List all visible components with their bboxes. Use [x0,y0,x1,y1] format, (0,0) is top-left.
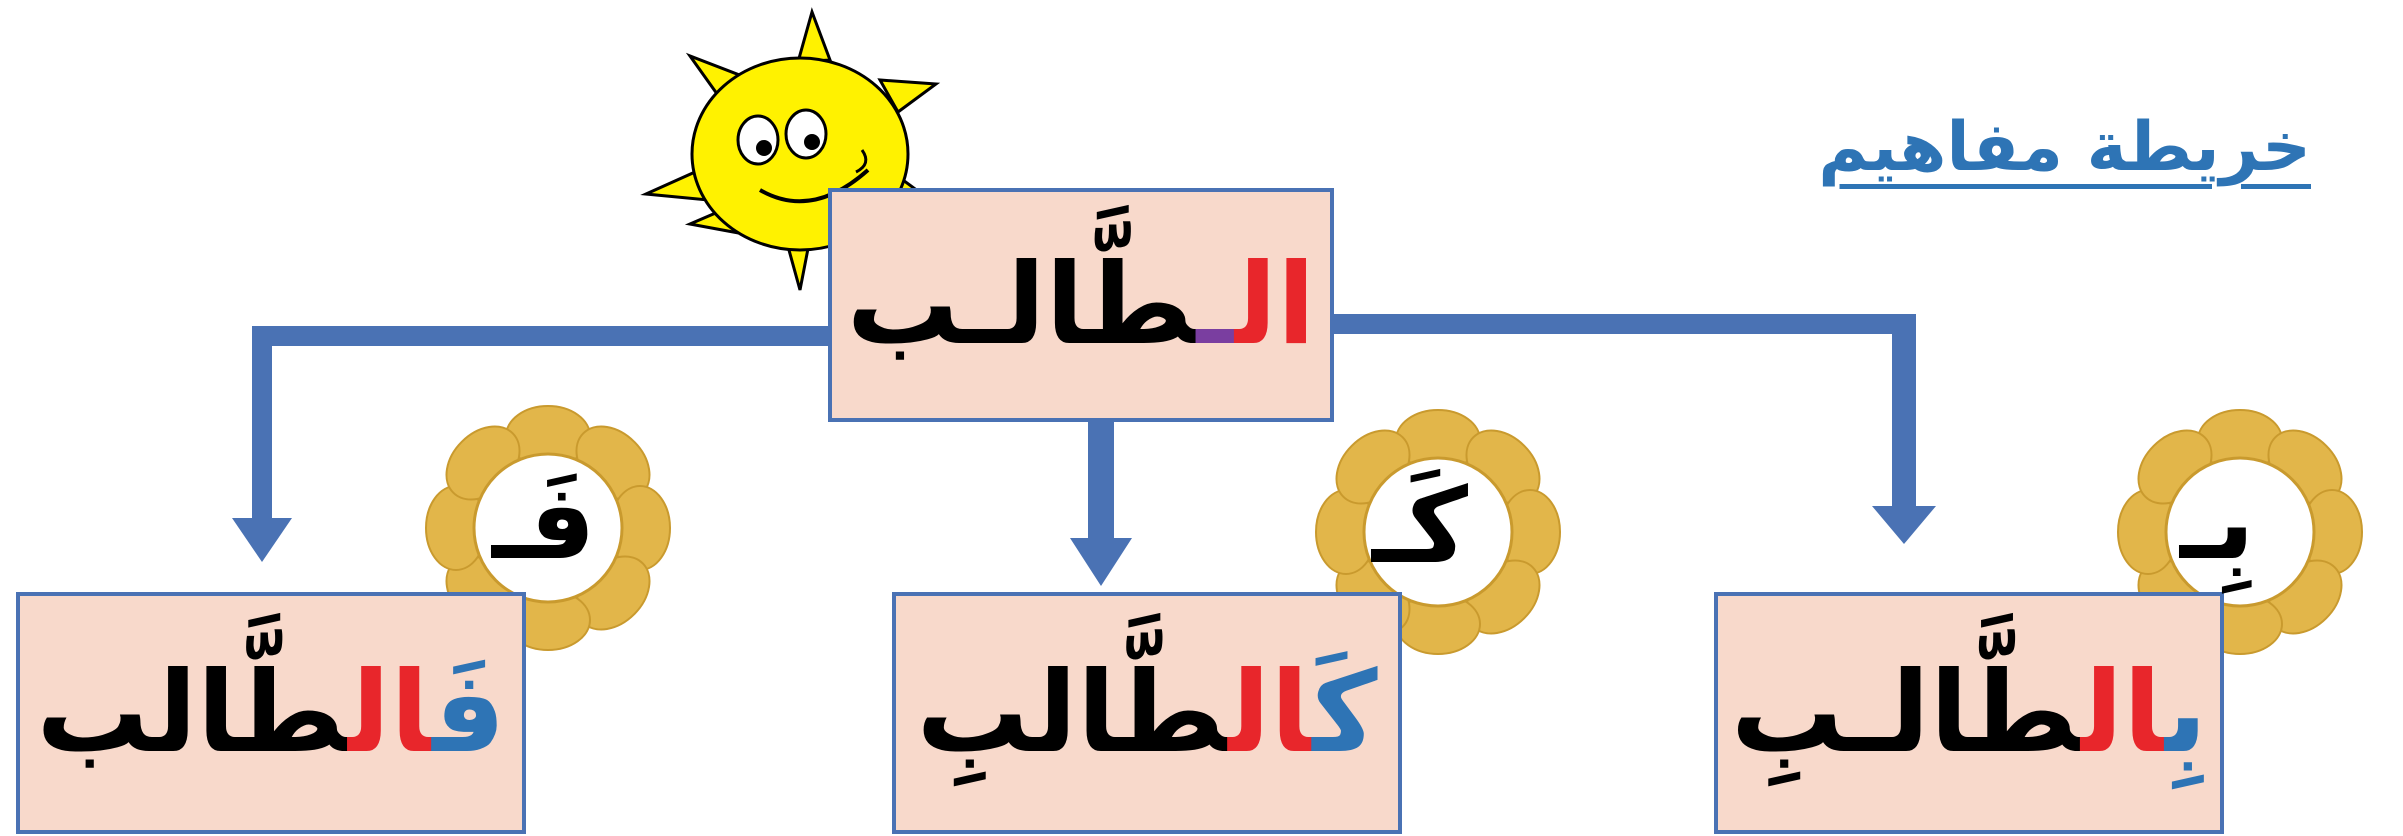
child-fa-prefix: فَ [432,648,506,778]
badge-letter-fa: فَـ [492,461,596,583]
arrow-mid-head [1070,538,1132,586]
child-fa-al: ال [348,648,433,778]
connector-right-horizontal [1334,314,1910,334]
child-box-ka: كَالطَّالبِ [892,592,1402,834]
child-word-ka: كَالطَّالبِ [916,657,1377,769]
child-ba-al: ال [2080,648,2166,778]
child-word-ba: بِالطَّالـبِ [1731,657,2207,769]
flower-badge-right [2117,409,2363,655]
connector-mid-vertical [1088,422,1114,542]
root-concept-box: الـطَّالـب [828,188,1334,422]
child-ba-prefix: بِ [2165,648,2208,778]
child-ka-al: ال [1228,648,1313,778]
arrow-left-head [232,518,292,562]
child-ba-stem: طَّالـبِ [1730,648,2081,778]
child-word-fa: فَالطَّالب [36,657,505,769]
child-box-fa: فَالطَّالب [16,592,526,834]
root-stem: طَّالـب [846,240,1197,370]
arrow-right-head [1872,506,1936,544]
connector-left-horizontal [252,326,828,346]
connector-left-vertical [252,326,272,522]
flower-badge-mid [1315,409,1561,655]
root-word: الـطَّالـب [847,249,1316,361]
page-title: خريطة مفاهيم [1818,108,2311,187]
child-box-ba: بِالطَّالـبِ [1714,592,2224,834]
root-connector: ـ [1196,240,1235,370]
child-ka-stem: طَّالبِ [916,648,1229,778]
root-prefix-al: ال [1234,240,1316,370]
child-ka-prefix: كَ [1312,648,1378,778]
badge-letter-ba: بِـ [2180,461,2255,583]
child-fa-stem: طَّالب [36,648,349,778]
connector-right-vertical [1892,314,1916,510]
flower-badge-left [425,405,671,651]
badge-letter-ka: كَـ [1372,465,1469,587]
